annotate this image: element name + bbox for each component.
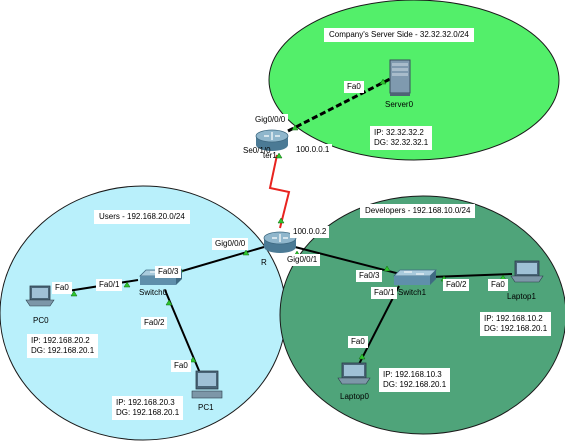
laptop0-ip-info: IP: 192.168.10.3 DG: 192.168.20.1	[379, 368, 451, 392]
pc1-icon[interactable]	[191, 370, 223, 399]
port-label-pc0-fa0: Fa0	[52, 282, 72, 294]
pc1-dg: DG: 192.168.20.1	[116, 408, 180, 417]
router1-name: ter1	[263, 151, 277, 160]
port-label-switch0-fa03: Fa0/3	[155, 266, 182, 278]
laptop1-ip: IP: 192.168.10.2	[484, 314, 543, 323]
port-label-switch1-fa02: Fa0/2	[443, 279, 470, 291]
server0-dg: DG: 32.32.32.1	[374, 138, 429, 147]
server0-name: Server0	[385, 100, 414, 109]
laptop1-icon[interactable]	[510, 260, 544, 283]
pc0-ip: IP: 192.168.20.2	[31, 336, 90, 345]
link-serial-router1-router0	[268, 154, 291, 229]
port-label-switch1-fa01: Fa0/1	[371, 287, 398, 299]
link-router0-switch1	[294, 246, 401, 275]
pc0-ip-info: IP: 192.168.20.2 DG: 192.168.20.1	[27, 334, 99, 358]
laptop1-ip-info: IP: 192.168.10.2 DG: 192.168.20.1	[480, 312, 552, 336]
laptop0-ip: IP: 192.168.10.3	[383, 370, 442, 379]
port-label-laptop1-fa0: Fa0	[488, 279, 508, 291]
server0-ip-info: IP: 32.32.32.2 DG: 32.32.32.1	[370, 126, 433, 150]
switch0-name: Switch0	[139, 288, 168, 297]
switch1-name: Switch1	[398, 288, 427, 297]
port-label-router1-se010: Se0/1/0	[243, 146, 271, 155]
pc1-ip: IP: 192.168.20.3	[116, 398, 175, 407]
pc0-dg: DG: 192.168.20.1	[31, 346, 95, 355]
laptop0-name: Laptop0	[340, 392, 369, 401]
router1-serial-ip: 100.0.0.1	[293, 144, 333, 156]
link-router1-server0	[287, 76, 393, 133]
pc0-name: PC0	[33, 316, 49, 325]
port-label-switch0-fa01: Fa0/1	[96, 279, 123, 291]
pc1-ip-info: IP: 192.168.20.3 DG: 192.168.20.1	[112, 396, 184, 420]
port-label-server0-fa0: Fa0	[344, 81, 364, 93]
router0-icon[interactable]	[263, 231, 297, 253]
laptop0-icon[interactable]	[337, 362, 371, 385]
router1-icon[interactable]	[255, 129, 289, 151]
laptop1-name: Laptop1	[507, 292, 536, 301]
port-label-laptop0-fa0: Fa0	[348, 336, 368, 348]
router0-serial-ip: 100.0.0.2	[290, 226, 330, 238]
link-router0-switch0	[171, 246, 265, 275]
zone-server-title: Company's Server Side - 32.32.32.0/24	[324, 28, 474, 42]
pc1-name: PC1	[198, 403, 214, 412]
port-label-router0-gig000: Gig0/0/0	[212, 238, 249, 250]
port-label-switch1-fa03: Fa0/3	[356, 270, 383, 282]
laptop1-dg: DG: 192.168.20.1	[484, 324, 548, 333]
zone-users-title: Users - 192.168.20.0/24	[94, 210, 190, 224]
port-label-pc1-fa0: Fa0	[171, 360, 191, 372]
port-label-router0-gig001: Gig0/0/1	[284, 254, 321, 266]
switch1-icon[interactable]	[393, 269, 437, 285]
router0-name: R	[261, 258, 267, 267]
pc0-icon[interactable]	[25, 285, 55, 307]
port-label-switch0-fa02: Fa0/2	[141, 317, 168, 329]
laptop0-dg: DG: 192.168.20.1	[383, 380, 447, 389]
server0-ip: IP: 32.32.32.2	[374, 128, 424, 137]
port-label-router1-gig000: Gig0/0/0	[252, 114, 289, 126]
server0-icon[interactable]	[389, 59, 411, 96]
port-status-markers	[70, 78, 507, 363]
zone-developers-title: Developers - 192.168.10.0/24	[360, 204, 476, 218]
